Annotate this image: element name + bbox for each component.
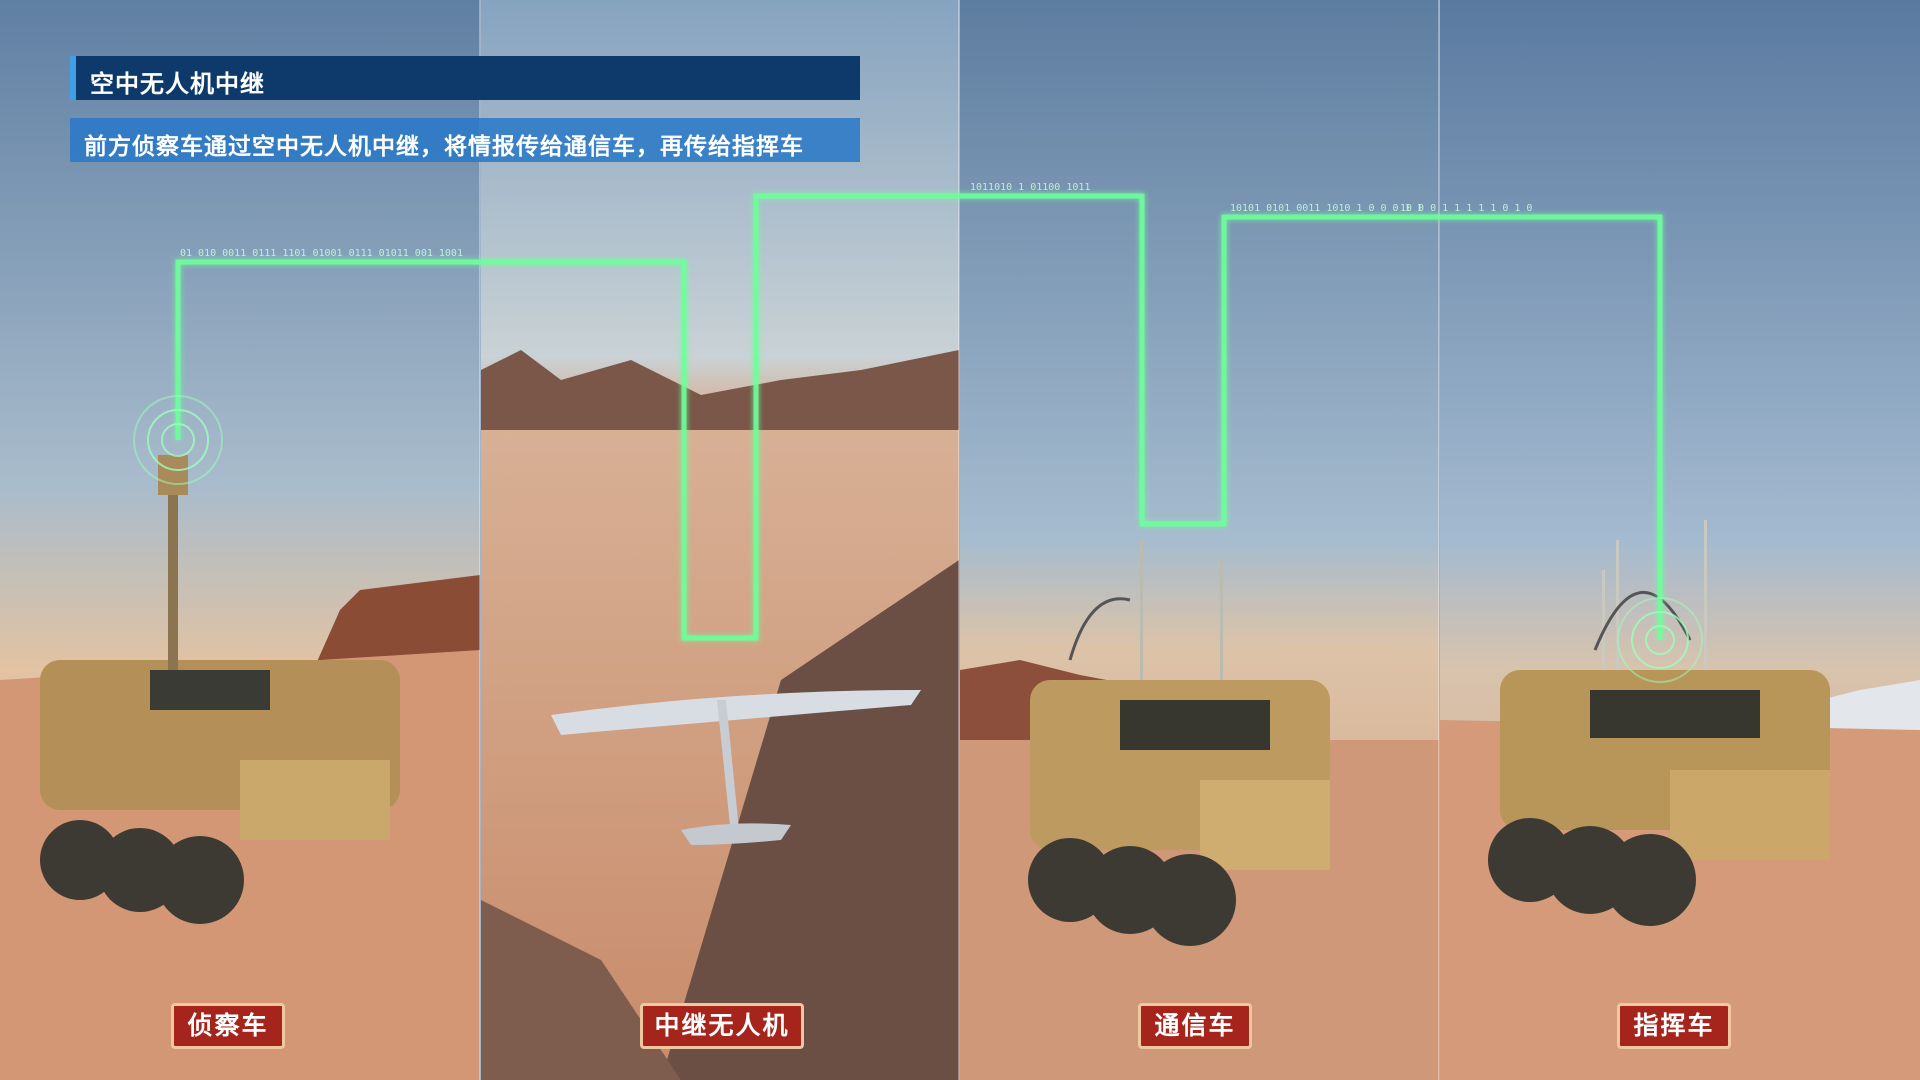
panel-communication-vehicle [960,0,1439,1080]
panel-divider [1438,0,1440,1080]
relay-drone-scene [481,0,959,1080]
subtitle-banner: 前方侦察车通过空中无人机中继，将情报传给通信车，再传给指挥车 [70,118,860,162]
panel-reconnaissance-vehicle [0,0,480,1080]
label-communication-vehicle: 通信车 [1138,1003,1252,1049]
communication-scene [960,0,1439,1080]
page-title: 空中无人机中继 [90,70,265,98]
panel-divider [958,0,960,1080]
communication-vehicle-image [1028,540,1330,946]
page-subtitle: 前方侦察车通过空中无人机中继，将情报传给通信车，再传给指挥车 [84,134,804,160]
panel-command-vehicle [1440,0,1920,1080]
drone-image [551,690,921,845]
command-scene [1440,0,1920,1080]
reconnaissance-scene [0,0,480,1080]
reconnaissance-vehicle-image [40,455,400,924]
panel-relay-drone [481,0,959,1080]
panel-divider [479,0,481,1080]
label-reconnaissance-vehicle: 侦察车 [171,1003,285,1049]
label-relay-drone: 中继无人机 [640,1003,804,1049]
title-banner: 空中无人机中继 [70,56,860,100]
label-command-vehicle: 指挥车 [1617,1003,1731,1049]
